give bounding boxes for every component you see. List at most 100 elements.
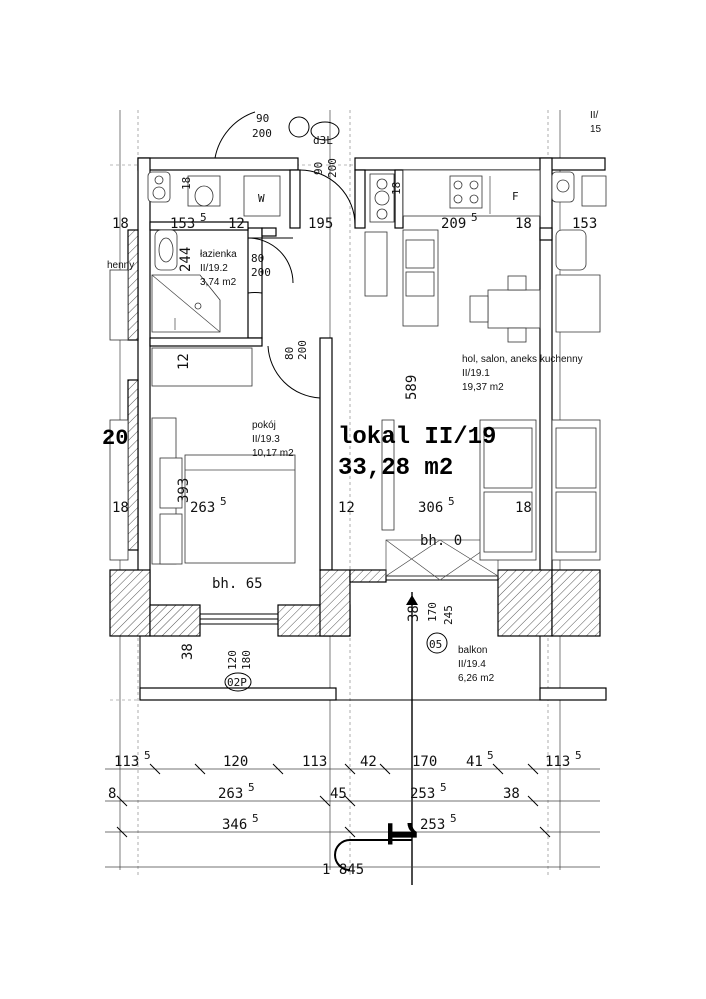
chain1-c: 113	[302, 754, 327, 770]
chain3-a-sup: 5	[252, 812, 259, 825]
bath-door-height: 200	[251, 266, 271, 279]
living-code: II/19.1	[462, 368, 490, 379]
balcony-outline	[139, 636, 607, 701]
dim-38: 38	[406, 605, 422, 622]
window-height: 180	[240, 650, 253, 670]
window-width: 120	[226, 650, 239, 670]
living-name: hol, salon, aneks kuchenny	[462, 354, 583, 365]
dim-12-a: 12	[228, 216, 245, 232]
chain1-d: 42	[360, 754, 377, 770]
chain2-b: 263	[218, 786, 243, 802]
room-door-width: 80	[283, 347, 296, 360]
kitchen-fixtures	[364, 169, 541, 343]
window-marker-02p: 02P	[227, 676, 247, 689]
dim-393: 393	[176, 478, 192, 503]
unit-title: lokal II/19	[338, 424, 496, 451]
dim-153-sup: 5	[200, 211, 207, 224]
dim-18-top-left: 18	[112, 216, 129, 232]
bedroom-name: pokój	[252, 420, 276, 431]
bedroom-furniture	[151, 347, 296, 565]
balcony-door-width: 170	[426, 602, 439, 622]
bathroom-name: łazienka	[200, 249, 237, 260]
bath-door-width: 80	[251, 252, 264, 265]
bedroom-area: 10,17 m2	[252, 448, 294, 459]
bedroom-window	[200, 613, 278, 625]
neighbor-left-fixtures	[109, 269, 129, 561]
dim-18-vert-2: 18	[390, 182, 403, 195]
chain2-a: 8	[108, 786, 116, 802]
bathroom-fixtures	[147, 171, 281, 333]
bathroom-area: 3,74 m2	[200, 277, 237, 288]
washer-label: W	[258, 192, 265, 205]
dim-263-sup: 5	[220, 495, 227, 508]
dim-38-b: 38	[180, 643, 196, 660]
section-marker: 1	[334, 820, 424, 871]
bedroom-sill-height: bh. 65	[212, 576, 263, 592]
dim-18-vert: 18	[180, 177, 193, 190]
unit-area: 33,28 m2	[338, 455, 453, 482]
chain1-b: 120	[223, 754, 248, 770]
chain2-e: 38	[503, 786, 520, 802]
chain1-g-sup: 5	[575, 749, 582, 762]
dim-18-mid-left: 18	[112, 500, 129, 516]
door-swings	[214, 111, 356, 399]
chain1-g: 113	[545, 754, 570, 770]
neighbor-right-fixtures	[551, 171, 607, 561]
bathroom-code: II/19.2	[200, 263, 228, 274]
living-area: 19,37 m2	[462, 382, 504, 393]
chain1-f-sup: 5	[487, 749, 494, 762]
dimension-lines	[105, 763, 600, 868]
dim-195: 195	[308, 216, 333, 232]
neighbor-left-number: 20	[102, 426, 128, 451]
chain3-a: 346	[222, 817, 247, 833]
fridge-label: F	[512, 190, 519, 203]
balcony-door	[385, 539, 499, 581]
section-cut-line	[406, 592, 418, 885]
top-door-width: 90	[256, 112, 269, 125]
chain1-a: 113	[114, 754, 139, 770]
bedroom-code: II/19.3	[252, 434, 280, 445]
markers	[224, 116, 448, 692]
duct-marker: d3L	[313, 134, 333, 147]
chain2-b-sup: 5	[248, 781, 255, 794]
dim-153-right: 153	[572, 216, 597, 232]
neighbor-left-fragment: henny	[107, 260, 134, 271]
dim-18-mid-right: 18	[515, 500, 532, 516]
walls	[109, 157, 606, 637]
room-door-height: 200	[296, 340, 309, 360]
chain2-d-sup: 5	[440, 781, 447, 794]
chain1-f: 41	[466, 754, 483, 770]
dim-306: 306	[418, 500, 443, 516]
balcony-area: 6,26 m2	[458, 673, 495, 684]
dim-244: 244	[178, 247, 194, 272]
dim-18-top-right: 18	[515, 216, 532, 232]
window-marker-05: 05	[429, 638, 442, 651]
chain3-b-sup: 5	[450, 812, 457, 825]
dim-589: 589	[404, 375, 420, 400]
living-sill-height: bh. 0	[420, 533, 462, 549]
chain4-a: 1 845	[322, 862, 364, 878]
chain1-a-sup: 5	[144, 749, 151, 762]
dim-306-sup: 5	[448, 495, 455, 508]
chain2-d: 253	[410, 786, 435, 802]
balcony-code: II/19.4	[458, 659, 486, 670]
dim-209-sup: 5	[471, 211, 478, 224]
dim-12-c: 12	[338, 500, 355, 516]
balcony-name: balkon	[458, 645, 487, 656]
chain2-c: 45	[330, 786, 347, 802]
neighbor-right-fragment: II/	[590, 110, 599, 121]
living-sofa	[381, 419, 537, 561]
dim-209: 209	[441, 216, 466, 232]
entry-door-height: 200	[326, 158, 339, 178]
entry-door-width: 90	[312, 162, 325, 175]
top-door-height: 200	[252, 127, 272, 140]
section-mark-number: 1	[374, 820, 424, 846]
balcony-door-height: 245	[442, 605, 455, 625]
shaft-fixtures	[369, 173, 395, 223]
dim-12-b: 12	[176, 353, 192, 370]
dim-153: 153	[170, 216, 195, 232]
chain3-b: 253	[420, 817, 445, 833]
chain1-e: 170	[412, 754, 437, 770]
neighbor-right-fragment-2: 15	[590, 124, 602, 135]
